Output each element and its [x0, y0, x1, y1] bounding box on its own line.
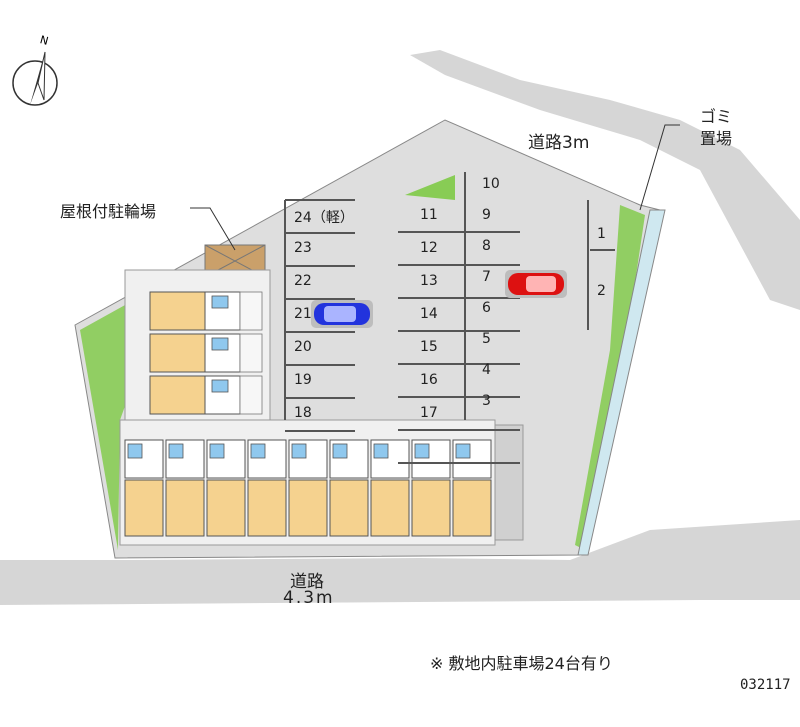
unit-floor: [247, 479, 287, 537]
green-triangle: [405, 175, 455, 200]
unit-entry: [239, 375, 263, 415]
parking-space-number: 23: [294, 240, 312, 256]
parking-space-number: 20: [294, 339, 312, 355]
bottom-road-label-1: 道路: [290, 572, 324, 592]
map-code: 032117: [740, 677, 791, 693]
unit-water: [455, 443, 471, 459]
parking-space-number: 9: [482, 207, 491, 223]
unit-floor: [452, 479, 492, 537]
unit-water: [250, 443, 266, 459]
parking-space-number: 12: [420, 240, 438, 256]
bike-parking-label: 屋根付駐輪場: [60, 202, 157, 221]
unit-floor: [124, 479, 164, 537]
unit-floor: [329, 479, 369, 537]
garbage-label-2: 置場: [700, 129, 733, 148]
unit-water: [332, 443, 348, 459]
parking-space-number: 24（軽）: [294, 210, 354, 226]
parking-space-number: 4: [482, 362, 491, 378]
unit-floor: [206, 479, 246, 537]
unit-water: [127, 443, 143, 459]
unit-water: [211, 379, 229, 393]
unit-floor: [288, 479, 328, 537]
parking-space-number: 2: [597, 283, 606, 299]
parking-space-number: 15: [420, 339, 438, 355]
green-right: [575, 205, 645, 550]
parking-space-number: 16: [420, 372, 438, 388]
unit-floor: [370, 479, 410, 537]
parking-space-number: 13: [420, 273, 438, 289]
unit-entry: [239, 333, 263, 373]
unit-water: [211, 337, 229, 351]
parking-space-number: 1: [597, 226, 606, 242]
parking-space-number: 18: [294, 405, 312, 421]
parking-space-number: 10: [482, 176, 500, 192]
unit-water: [373, 443, 389, 459]
bottom-road: [0, 520, 800, 605]
parking-space-number: 8: [482, 238, 491, 254]
red-car-icon: [505, 270, 567, 298]
unit-water: [209, 443, 225, 459]
parking-space-number: 14: [420, 306, 438, 322]
unit-entry: [239, 291, 263, 331]
unit-water: [291, 443, 307, 459]
parking-space-number: 22: [294, 273, 312, 289]
green-left: [80, 280, 170, 550]
parking-space-number: 11: [420, 207, 438, 223]
parking-space-number: 17: [420, 405, 438, 421]
bottom-road-label-2: 4.3m: [283, 588, 335, 608]
parking-space-number: 21: [294, 306, 312, 322]
compass-label: N: [38, 33, 50, 48]
top-road-label: 道路3m: [528, 133, 590, 153]
unit-water: [414, 443, 430, 459]
unit-floor: [411, 479, 451, 537]
parking-space-number: 5: [482, 331, 491, 347]
parking-note: ※ 敷地内駐車場24台有り: [430, 654, 613, 673]
stair-block: [494, 424, 524, 541]
unit-floor: [149, 375, 206, 415]
unit-water: [211, 295, 229, 309]
garbage-strip: [577, 209, 666, 556]
parking-space-number: 7: [482, 269, 491, 285]
garbage-label-1: ゴミ: [700, 107, 733, 126]
blue-car-icon: [311, 300, 373, 328]
unit-floor: [165, 479, 205, 537]
parking-space-number: 6: [482, 300, 491, 316]
compass-north-icon: [12, 51, 58, 106]
parking-space-number: 3: [482, 393, 491, 409]
unit-water: [168, 443, 184, 459]
top-road: [410, 50, 800, 310]
parking-space-number: 19: [294, 372, 312, 388]
